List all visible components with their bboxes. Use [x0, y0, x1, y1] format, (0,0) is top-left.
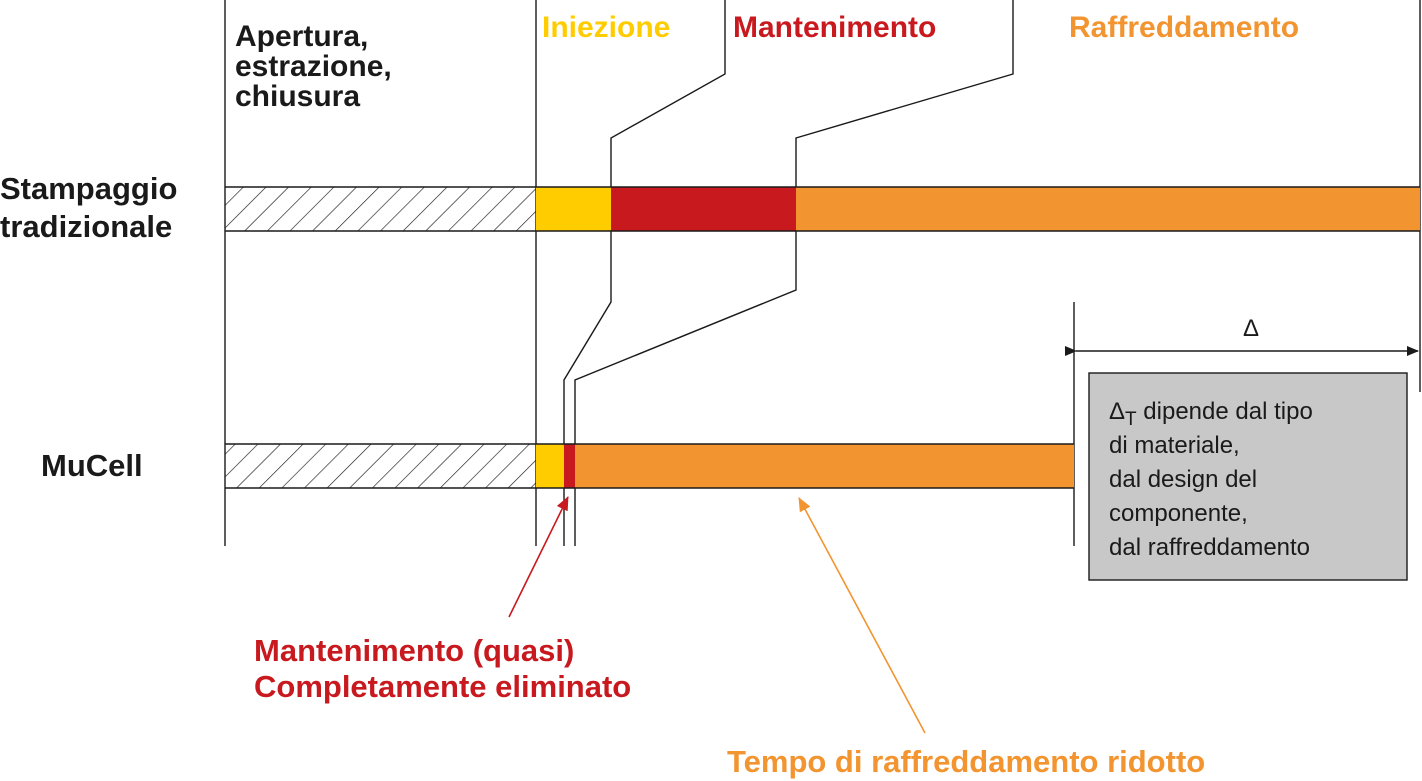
bar-traditional — [225, 186, 1420, 232]
row-label-traditional: Stampaggio tradizionale — [0, 171, 186, 244]
callout-cooling: Tempo di raffreddamento ridotto — [727, 744, 1205, 779]
arrow-cooling-callout — [798, 497, 926, 734]
segment-traditional-cooling — [796, 187, 1420, 231]
segment-mucell-injection — [536, 444, 564, 488]
segment-mucell-open-close — [225, 444, 536, 488]
segment-traditional-holding — [611, 187, 796, 231]
segment-traditional-injection — [536, 187, 611, 231]
delta-label: Δ — [1243, 315, 1259, 342]
delta-note-text: ΔT dipende dal tipo di materiale, dal de… — [1109, 398, 1319, 561]
segment-mucell-cooling — [575, 444, 1074, 488]
header-mantenimento: Mantenimento — [733, 11, 936, 44]
header-raffreddamento: Raffreddamento — [1069, 11, 1299, 44]
callout-holding: Mantenimento (quasi) Completamente elimi… — [254, 633, 631, 704]
header-iniezione: Iniezione — [542, 11, 670, 44]
delta-note-box — [1088, 372, 1408, 581]
segment-traditional-open-close — [225, 187, 536, 231]
row-label-mucell: MuCell — [41, 448, 143, 483]
arrow-holding-callout — [508, 496, 569, 618]
segment-mucell-holding — [564, 444, 575, 488]
bar-mucell — [225, 443, 1074, 489]
header-apertura: Apertura, estrazione, chiusura — [235, 20, 400, 113]
